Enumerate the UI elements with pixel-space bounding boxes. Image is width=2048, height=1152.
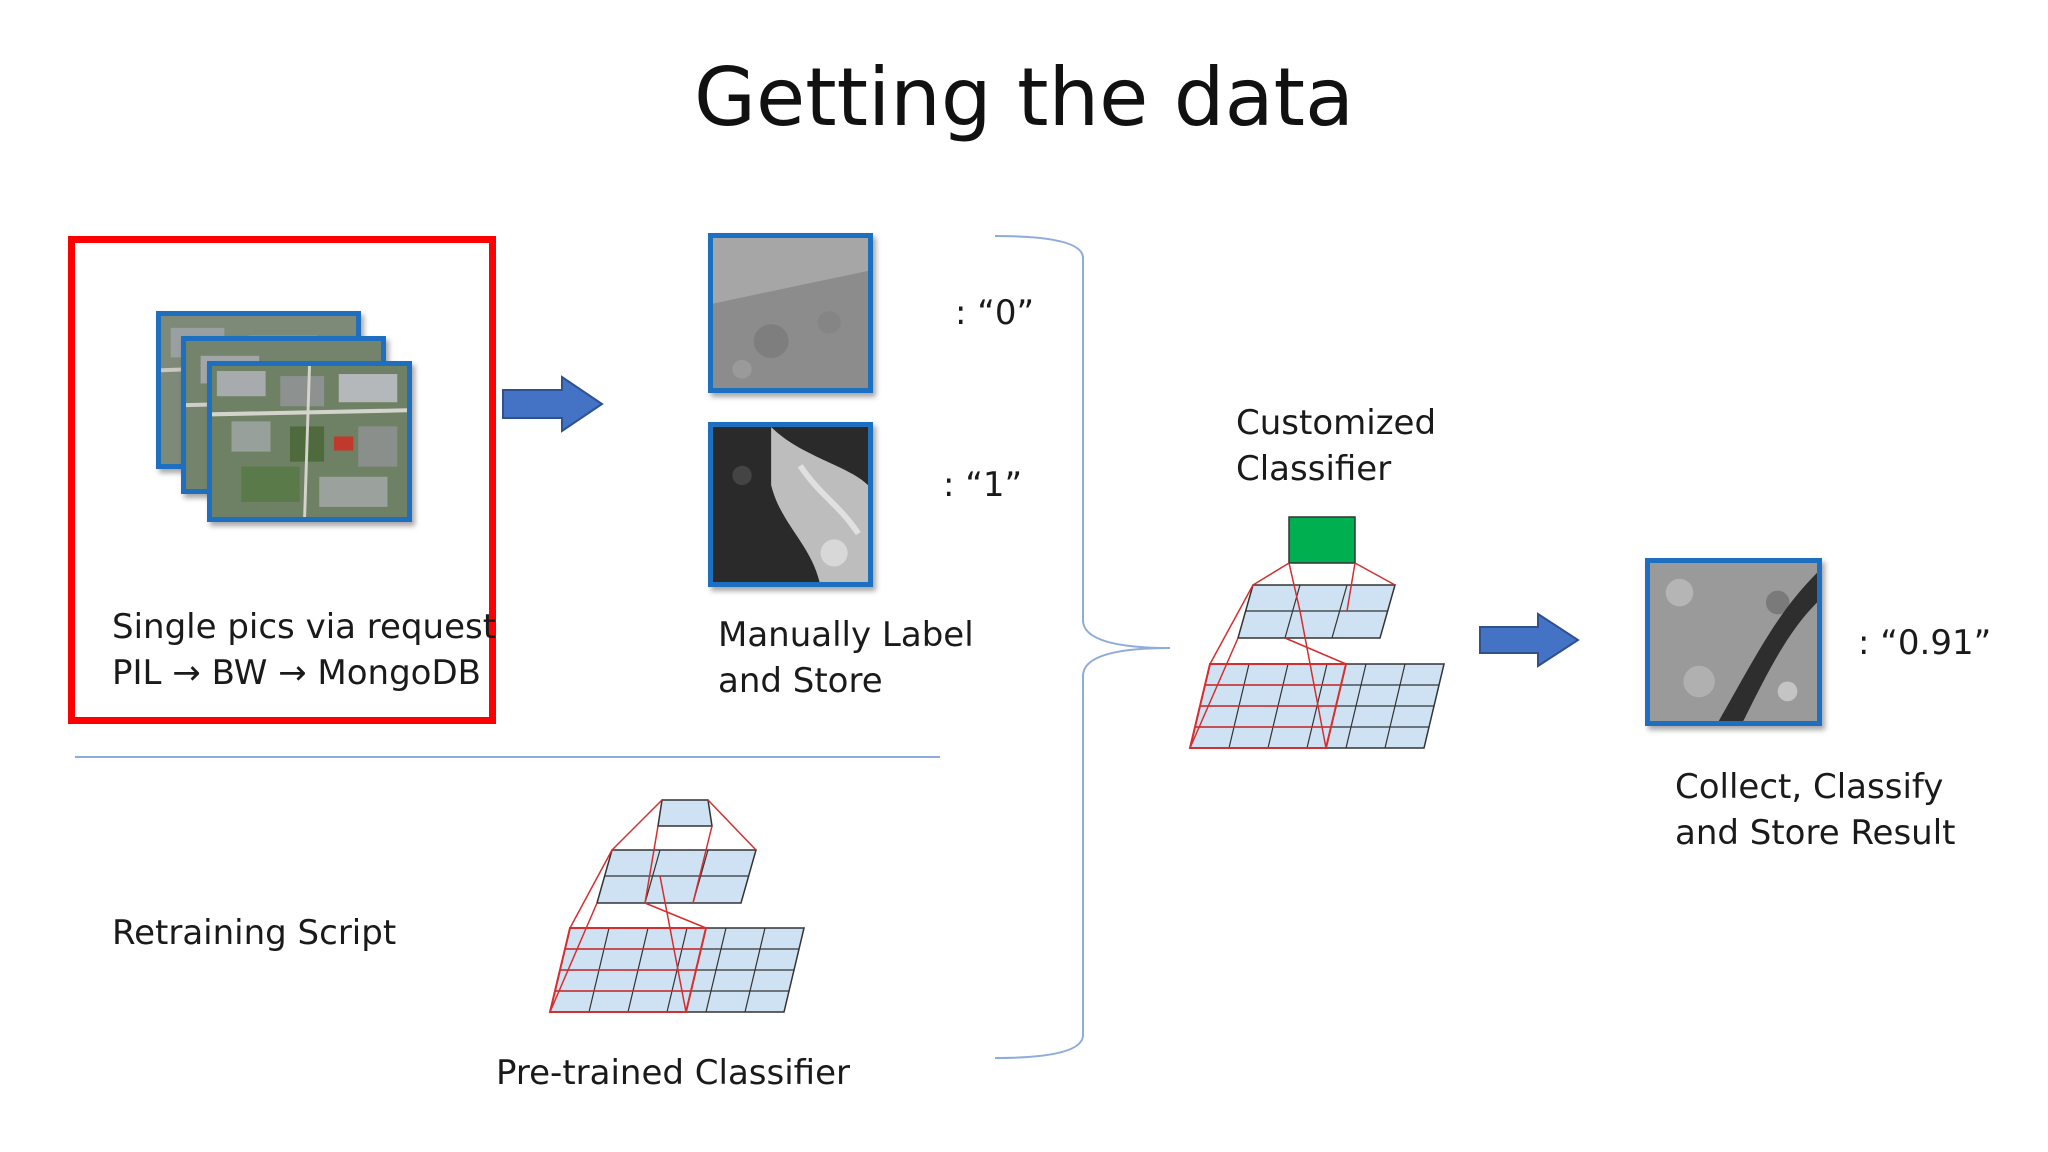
sample-image-0 <box>708 233 873 393</box>
grid-layer-bottom <box>548 927 805 1013</box>
label-zero: : “0” <box>955 293 1035 333</box>
pretrained-classifier-network <box>548 799 805 1013</box>
manual-label-line1: Manually Label <box>718 615 974 655</box>
curly-brace <box>994 235 1171 1059</box>
arrow-right-icon <box>1479 612 1580 668</box>
grid-layer-bottom <box>1188 663 1445 749</box>
source-text-line1: Single pics via request <box>112 607 497 647</box>
sample-image-1 <box>708 422 873 587</box>
output-node <box>657 799 713 827</box>
collect-label-line1: Collect, Classify <box>1675 767 1944 807</box>
retraining-script-label: Retraining Script <box>112 913 397 953</box>
result-image <box>1645 558 1822 726</box>
result-label: : “0.91” <box>1858 623 1992 663</box>
collect-label-line2: and Store Result <box>1675 813 1956 853</box>
manual-label-line2: and Store <box>718 661 883 701</box>
customized-classifier-line1: Customized <box>1236 403 1437 443</box>
pretrained-classifier-label: Pre-trained Classifier <box>496 1053 850 1093</box>
arrow-right-icon <box>502 375 604 433</box>
customized-classifier-line2: Classifier <box>1236 449 1392 489</box>
customized-classifier-network <box>1188 516 1445 749</box>
aerial-photo-front <box>207 361 412 522</box>
grid-layer-middle <box>1237 584 1396 639</box>
label-one: : “1” <box>943 465 1023 505</box>
output-node-green <box>1288 516 1356 564</box>
slide-title: Getting the data <box>694 51 1354 144</box>
highlight-box <box>68 236 496 724</box>
source-text-line2: PIL → BW → MongoDB <box>112 653 481 693</box>
grid-layer-middle <box>596 849 757 904</box>
